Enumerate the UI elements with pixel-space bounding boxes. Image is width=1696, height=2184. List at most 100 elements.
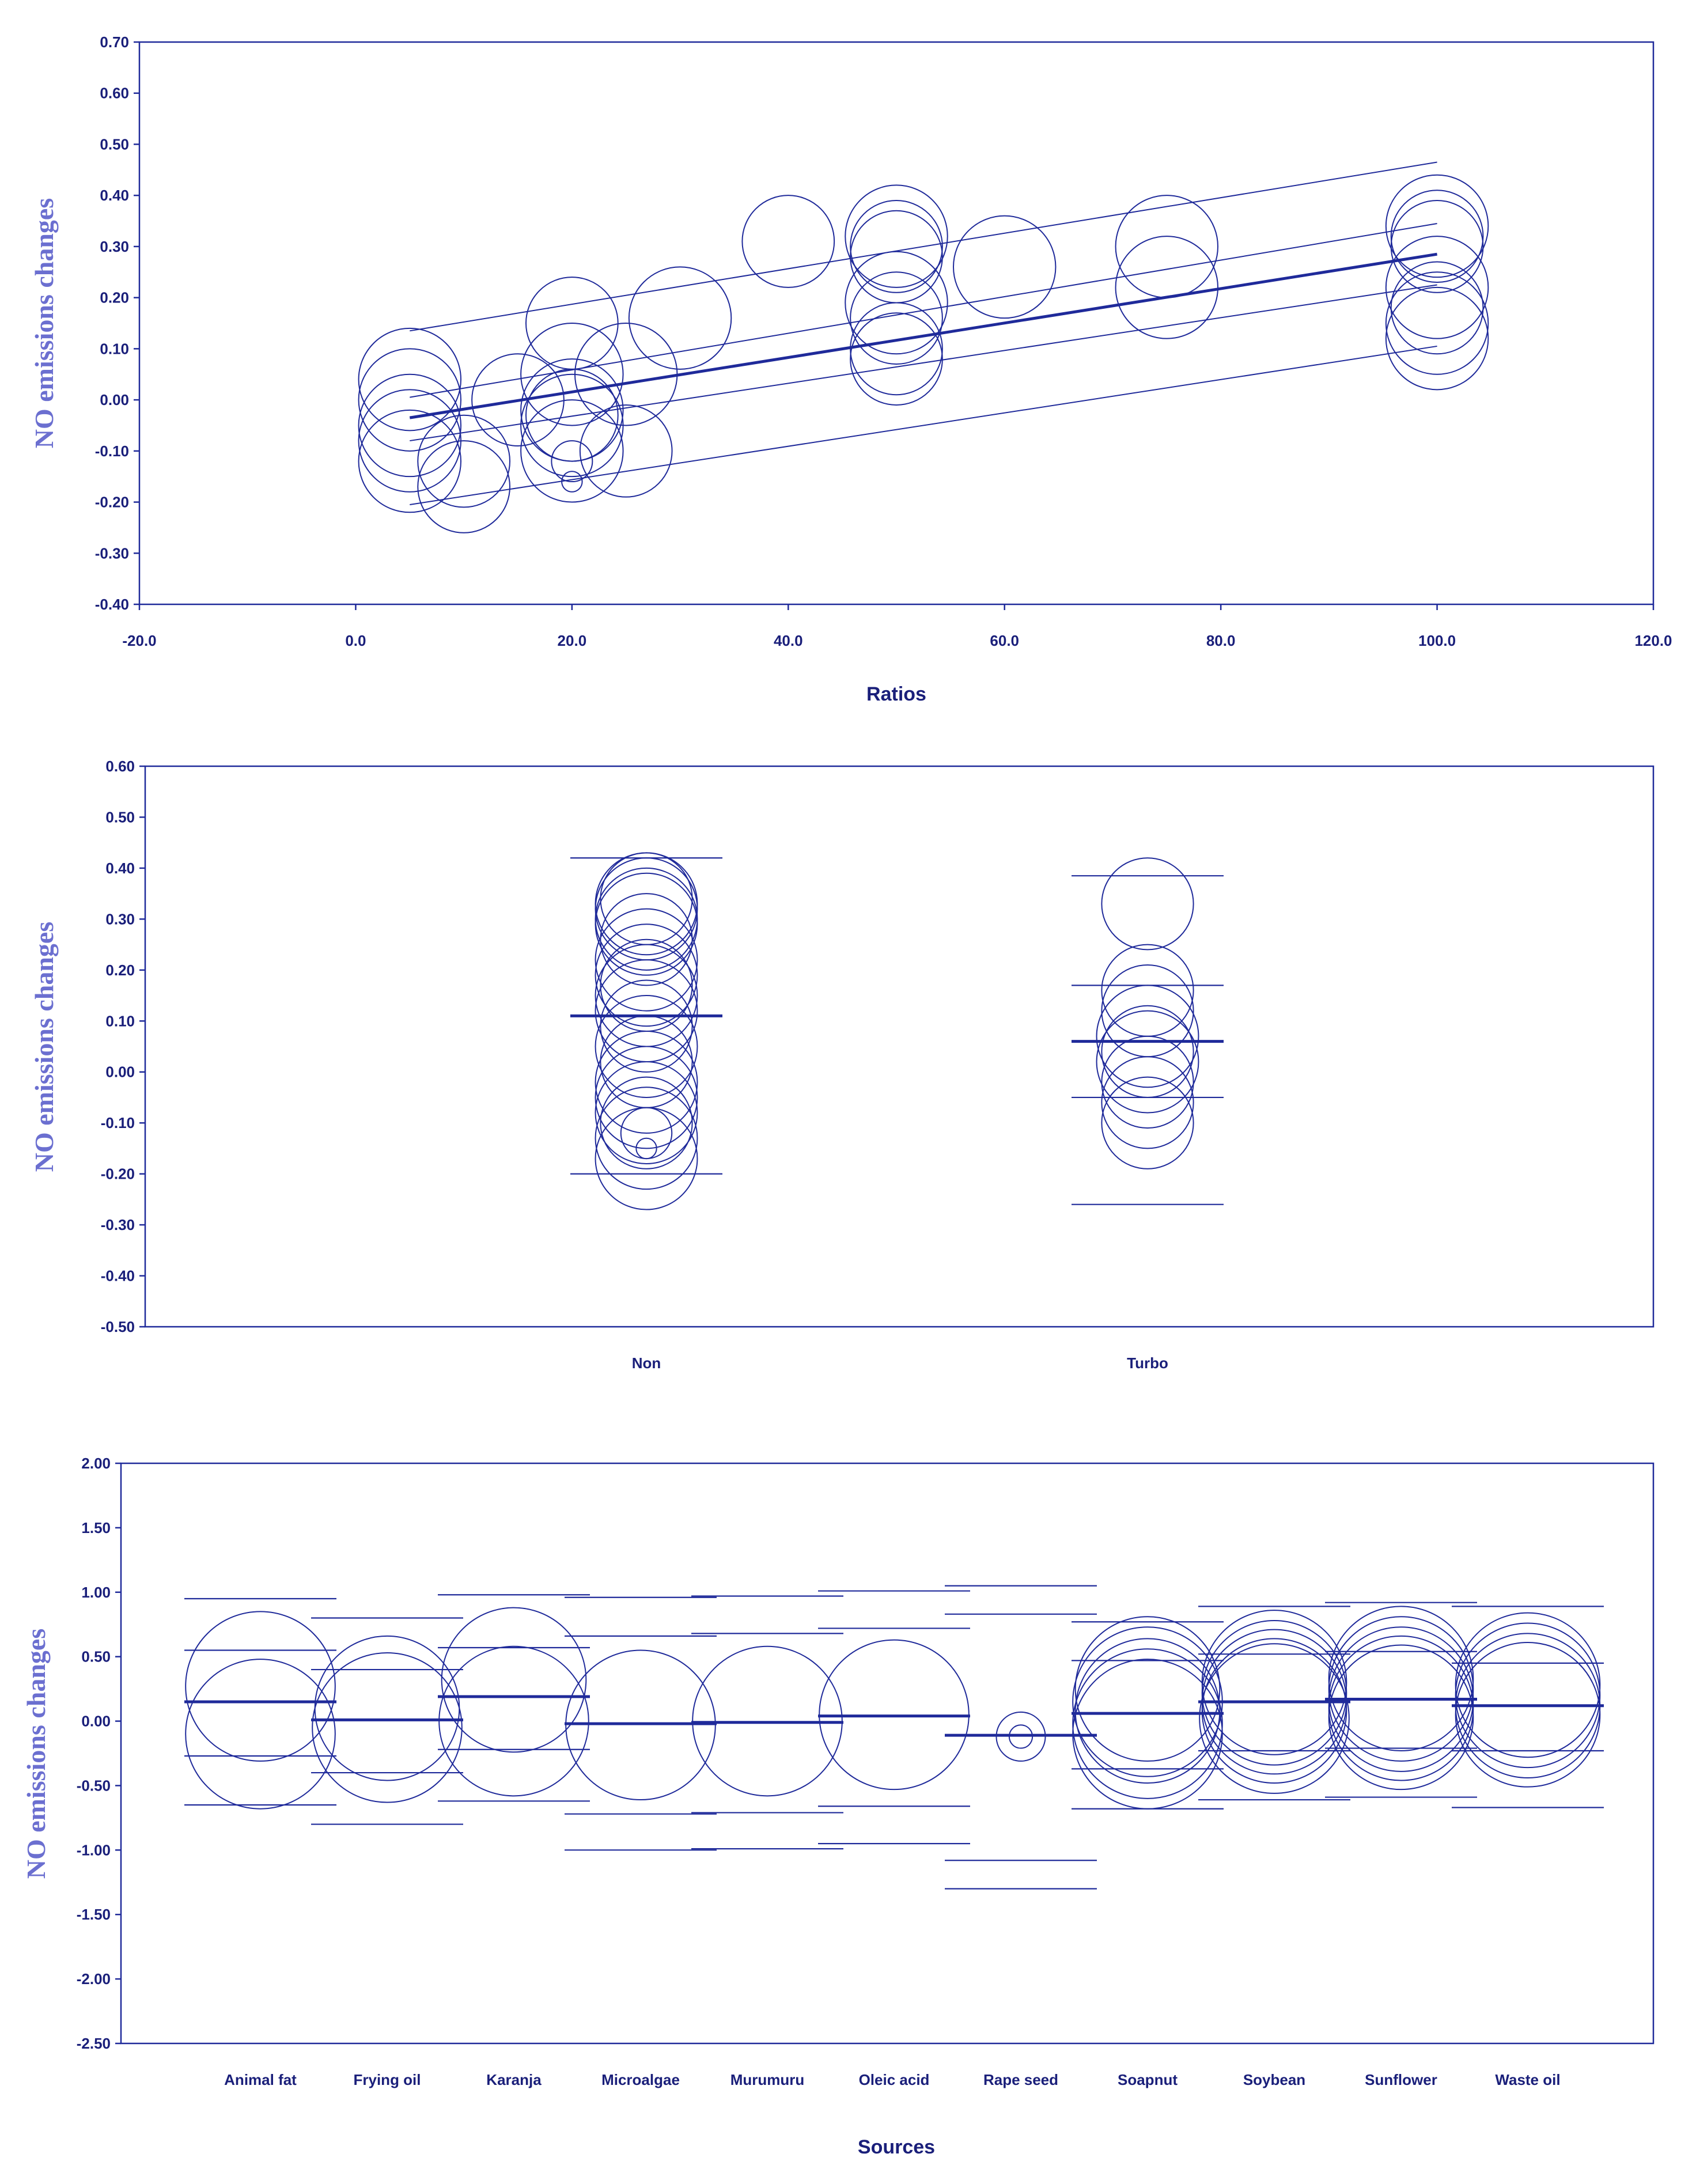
data-bubble <box>952 215 1057 319</box>
x-tick-label: Waste oil <box>1495 2071 1560 2088</box>
data-bubble <box>525 368 619 462</box>
data-bubble <box>1455 1612 1601 1758</box>
data-bubble <box>1385 236 1489 339</box>
data-bubble <box>520 399 624 503</box>
data-bubble <box>1096 1010 1199 1114</box>
data-bubble <box>635 1137 657 1160</box>
confidence-line <box>410 222 1437 398</box>
data-bubble <box>358 373 462 478</box>
sources-chart: 2.001.501.000.500.00-0.50-1.00-1.50-2.00… <box>21 1455 1655 2158</box>
data-bubble <box>358 327 462 431</box>
x-tick-label: Non <box>632 1354 661 1372</box>
data-bubble <box>441 1607 587 1753</box>
y-tick-label: 1.50 <box>81 1519 111 1536</box>
y-tick-label: 0.30 <box>100 238 129 255</box>
x-tick-label: Oleic acid <box>859 2071 930 2088</box>
data-bubble <box>520 323 624 426</box>
y-tick-label: 0.60 <box>100 85 129 102</box>
data-bubble <box>1390 261 1484 355</box>
data-bubble <box>595 923 698 1027</box>
data-bubble <box>595 995 698 1098</box>
x-tick-label: Soapnut <box>1118 2071 1178 2088</box>
y-tick-label: -1.00 <box>77 1841 111 1859</box>
y-tick-label: -0.20 <box>101 1165 135 1183</box>
data-bubble <box>1455 1622 1601 1769</box>
x-tick-label: Animal fat <box>224 2071 297 2088</box>
y-tick-label: -2.50 <box>77 2035 111 2052</box>
y-tick-label: 1.00 <box>81 1584 111 1601</box>
data-bubble <box>1385 286 1489 391</box>
y-tick-label: -0.10 <box>95 442 129 460</box>
data-bubble <box>1072 1648 1223 1799</box>
data-bubble <box>551 440 593 483</box>
data-bubble <box>741 195 835 288</box>
data-bubble <box>1328 1606 1474 1752</box>
data-bubble <box>845 251 948 355</box>
y-tick-label: 0.50 <box>100 135 129 153</box>
y-tick-label: -0.40 <box>101 1267 135 1285</box>
y-axis-title: NO emissions changes <box>29 198 59 448</box>
confidence-line <box>410 161 1437 332</box>
data-marks <box>358 161 1489 533</box>
y-tick-label: 0.60 <box>105 758 135 775</box>
data-bubble <box>1101 1035 1194 1129</box>
data-bubble <box>1101 1056 1194 1149</box>
x-axis-title: Ratios <box>866 683 926 705</box>
data-bubble <box>1115 195 1219 298</box>
data-bubble <box>850 200 943 293</box>
data-bubble <box>1328 1644 1474 1791</box>
data-bubble <box>1115 236 1219 339</box>
x-tick-label: 20.0 <box>558 632 587 649</box>
data-bubble <box>1328 1616 1474 1762</box>
data-bubble <box>358 409 462 513</box>
data-bubble <box>595 1087 698 1190</box>
x-tick-label: Sunflower <box>1365 2071 1437 2088</box>
plot-frame <box>144 765 1655 1328</box>
y-tick-label: -0.40 <box>95 596 129 613</box>
data-bubble <box>1101 857 1194 951</box>
data-bubble <box>1199 1643 1350 1794</box>
data-bubble <box>574 323 678 426</box>
x-tick-label: 100.0 <box>1418 632 1456 649</box>
x-tick-label: 80.0 <box>1206 632 1236 649</box>
fit-line <box>409 252 1437 419</box>
data-bubble <box>850 271 943 365</box>
y-tick-label: 0.00 <box>81 1713 111 1730</box>
data-bubble <box>595 1030 698 1134</box>
data-bubble <box>1101 1005 1194 1098</box>
y-axis-title: NO emissions changes <box>29 922 59 1172</box>
data-bubble <box>1390 200 1484 293</box>
data-bubble <box>1201 1620 1347 1766</box>
data-bubble <box>600 979 693 1073</box>
data-bubble <box>185 1659 336 1810</box>
data-bubble <box>595 872 698 976</box>
data-bubble <box>850 302 943 396</box>
data-bubble <box>312 1652 463 1803</box>
x-axis-title: Sources <box>858 2136 935 2158</box>
data-bubble <box>185 1611 336 1762</box>
data-bubble <box>1074 1616 1221 1762</box>
data-bubble <box>1074 1638 1221 1784</box>
y-tick-label: 0.20 <box>105 962 135 979</box>
data-bubble <box>471 353 565 446</box>
data-marks <box>570 852 1224 1210</box>
data-bubble <box>1385 271 1489 375</box>
y-tick-label: -0.30 <box>95 544 129 562</box>
data-bubble <box>850 312 943 406</box>
x-tick-label: Murumuru <box>730 2071 805 2088</box>
data-bubble <box>600 852 693 945</box>
y-tick-label: 0.50 <box>81 1648 111 1666</box>
confidence-line <box>410 345 1437 505</box>
y-tick-label: -0.30 <box>101 1216 135 1233</box>
data-bubble <box>1201 1638 1347 1784</box>
y-tick-labels: 0.700.600.500.400.300.200.100.00-0.10-0.… <box>95 33 139 613</box>
y-tick-label: -0.10 <box>101 1114 135 1131</box>
y-tick-label: 0.40 <box>100 187 129 204</box>
data-bubble <box>314 1635 460 1781</box>
y-tick-label: 0.30 <box>105 910 135 928</box>
data-bubble <box>600 893 693 986</box>
